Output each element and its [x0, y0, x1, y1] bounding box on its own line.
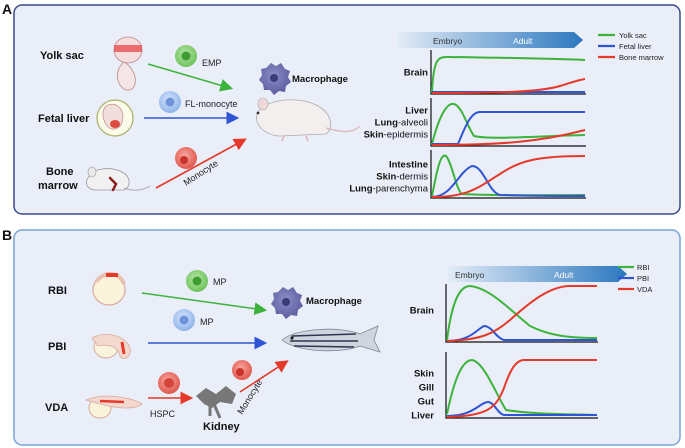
- timeline-b-embryo-label: Embryo: [455, 270, 485, 280]
- curve-skin-rbi: [446, 358, 598, 416]
- legend-vda: VDA: [637, 285, 652, 294]
- panel-b-letter: B: [2, 227, 12, 243]
- source-vda-label: VDA: [45, 402, 68, 414]
- source-rbi-label: RBI: [48, 285, 67, 297]
- panel_b-row-1-line-1: Gill: [419, 383, 434, 394]
- panel_b-row-1-line-3: Liver: [411, 411, 434, 422]
- yolk-sac-embryo-icon: [113, 36, 143, 91]
- hspc-cell-icon: [158, 372, 180, 394]
- macrophage-icon: [259, 63, 291, 95]
- cell-fl-monocyte-label: FL-monocyte: [185, 99, 238, 109]
- panel-a-timeline: Embryo Adult: [397, 32, 583, 48]
- arrow-kidney-monocyte: [239, 360, 289, 393]
- panel-b-macrophage-label: Macrophage: [306, 296, 362, 307]
- panel_b-row-1-line-0: Skin: [414, 369, 434, 380]
- panel_a-row-1-line-0: Liver: [405, 106, 428, 117]
- curve-liver-yolk-sac: [431, 102, 586, 145]
- panel-b-legend: RBI PBI VDA: [618, 263, 652, 294]
- macrophage-b-icon: [271, 287, 303, 319]
- source-fetal-liver-label: Fetal liver: [38, 113, 90, 125]
- curve-brain-rbi: [446, 284, 598, 341]
- rbi-embryo-icon: [92, 272, 126, 306]
- panel-a-legend: Yolk sac Fetal liver Bone marrow: [598, 31, 664, 62]
- mouse-icon: [256, 97, 361, 142]
- curve-brain-bone-marrow: [431, 78, 586, 94]
- panel_b-row-1-line-2: Gut: [418, 397, 435, 408]
- fetal-liver-embryo-icon: [96, 99, 134, 137]
- legend-pbi: PBI: [637, 274, 649, 283]
- curve-brain-pbi: [446, 324, 597, 342]
- cell-emp-label: EMP: [202, 58, 222, 68]
- kidney-icon: [196, 386, 236, 419]
- panel-a-macrophage-label: Macrophage: [292, 74, 348, 85]
- curve-liver-bone-marrow: [431, 129, 586, 146]
- kidney-label: Kidney: [203, 421, 241, 433]
- timeline-adult-label: Adult: [513, 36, 533, 46]
- mouse-bone-icon: [86, 166, 151, 192]
- panel_a-row-2-line-1: Skin-dermis: [376, 172, 428, 183]
- cell-mp-pbi-label: MP: [200, 317, 214, 327]
- panel-a-letter: A: [2, 1, 12, 17]
- pbi-embryo-icon: [91, 334, 131, 359]
- curve-intestine-fetal-liver: [431, 164, 586, 198]
- source-pbi-label: PBI: [48, 341, 66, 353]
- panel_a-row-2-line-0: Intestine: [389, 160, 428, 171]
- cell-hspc-label: HSPC: [150, 409, 176, 419]
- panel_a-row-1-line-1: Lung-alveoli: [375, 118, 428, 129]
- source-bone-marrow-label-2: marrow: [38, 180, 78, 192]
- fl-monocyte-cell-icon: [159, 91, 181, 113]
- arrow-rbi: [141, 292, 268, 316]
- kidney-monocyte-cell-icon: [232, 360, 252, 380]
- panel-b-timeline: Embryo Adult: [448, 266, 627, 282]
- panel-a-axes: [430, 50, 586, 199]
- panel_b-row-0-line-0: Brain: [410, 306, 434, 317]
- panel_a-row-2-line-2: Lung-parenchyma: [349, 184, 428, 195]
- panel-b-axes: [445, 284, 598, 419]
- panel-b-curves: [446, 284, 598, 418]
- panel_a-row-0-line-0: Brain: [404, 68, 428, 79]
- panel_a-row-1-line-2: Skin-epidermis: [364, 130, 429, 141]
- rbi-mp-cell-icon: [186, 270, 208, 292]
- arrow-bone-marrow: [155, 138, 247, 189]
- source-bone-marrow-label-1: Bone: [46, 166, 74, 178]
- legend-yolk-sac: Yolk sac: [619, 31, 647, 40]
- legend-rbi: RBI: [637, 263, 650, 272]
- source-yolk-sac-label: Yolk sac: [40, 50, 84, 62]
- curve-skin-pbi: [446, 400, 597, 417]
- curve-brain-vda: [446, 285, 597, 342]
- legend-bone-marrow: Bone marrow: [619, 53, 664, 62]
- curve-intestine-bone-marrow: [431, 155, 586, 198]
- arrow-yolk-sac: [147, 63, 234, 92]
- legend-fetal-liver: Fetal liver: [619, 42, 652, 51]
- cell-mp-rbi-label: MP: [213, 277, 227, 287]
- emp-cell-icon: [175, 45, 197, 67]
- pbi-mp-cell-icon: [173, 309, 195, 331]
- timeline-b-adult-label: Adult: [554, 270, 574, 280]
- zebrafish-icon: [281, 325, 381, 353]
- curve-skin-vda: [446, 359, 597, 418]
- panel-a-curves: [431, 55, 586, 198]
- curve-brain-yolk-sac: [431, 55, 586, 93]
- monocyte-cell-icon: [175, 147, 197, 169]
- timeline-embryo-label: Embryo: [433, 36, 463, 46]
- vda-embryo-icon: [84, 395, 143, 419]
